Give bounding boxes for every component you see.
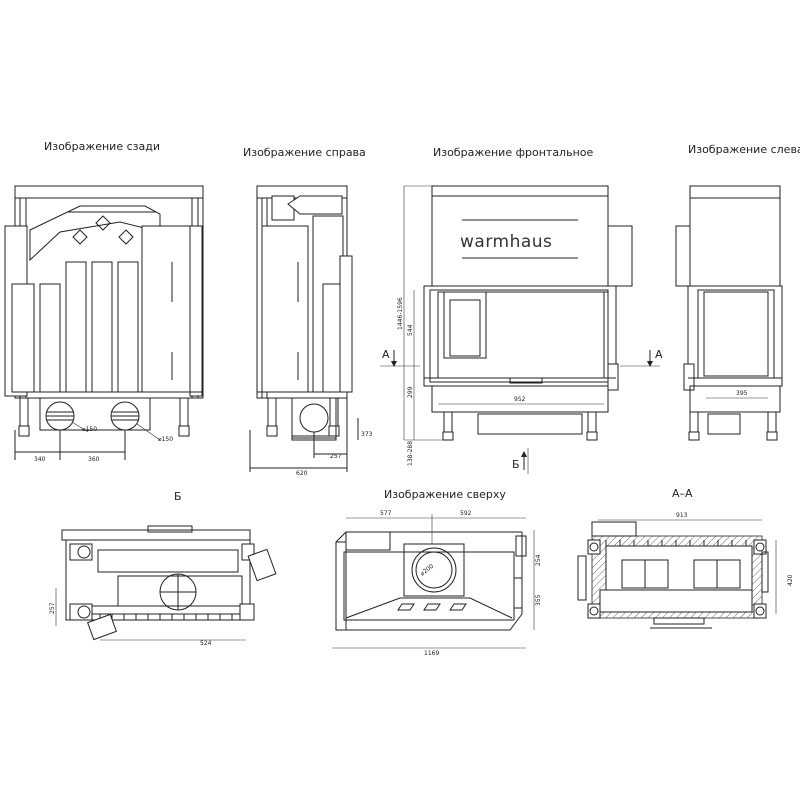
front-view-drawing (380, 185, 660, 474)
left-view-drawing (675, 185, 783, 441)
front-dim-299: 299 (407, 386, 414, 398)
section-aa-drawing (577, 519, 777, 629)
left-view-title: Изображение слева (688, 143, 800, 156)
rear-dim-360: 360 (88, 456, 100, 463)
right-dim-620: 620 (296, 470, 308, 477)
front-dim-1446-1596: 1446-1596 (397, 297, 404, 330)
section-mark-b: Б (512, 458, 520, 471)
section-aa-title: А–А (672, 487, 693, 500)
rear-dim-dia150-left: ⌀150 (82, 426, 97, 433)
top-dim-1169: 1169 (424, 650, 439, 657)
front-dim-138-288: 138-288 (407, 441, 414, 466)
top-dim-dia200: ⌀200 (419, 563, 435, 578)
right-view-title: Изображение справа (243, 146, 366, 159)
rear-dim-340: 340 (34, 456, 46, 463)
section-b-title: Б (174, 490, 182, 503)
top-dim-577: 577 (380, 510, 392, 517)
left-dim-395: 395 (736, 390, 748, 397)
brand-logo: warmhaus (460, 232, 552, 252)
b-dim-257: 257 (49, 602, 56, 614)
section-mark-a-left: А (382, 348, 390, 361)
top-dim-355: 355 (535, 594, 542, 606)
right-dim-373: 373 (361, 431, 373, 438)
right-view-drawing (249, 185, 359, 472)
top-dim-592: 592 (460, 510, 472, 517)
top-dim-254: 254 (535, 554, 542, 566)
rear-dim-dia150-right: ⌀150 (158, 436, 173, 443)
aa-dim-420: 420 (787, 574, 794, 586)
section-b-drawing (55, 525, 277, 641)
front-view-title: Изображение фронтальное (433, 146, 593, 159)
top-view-drawing (332, 514, 535, 649)
aa-dim-913: 913 (676, 512, 688, 519)
top-view-title: Изображение сверху (384, 488, 506, 501)
rear-view-title: Изображение сзади (44, 140, 160, 153)
front-dim-952: 952 (514, 396, 526, 403)
b-dim-524: 524 (200, 640, 212, 647)
rear-view-drawing (4, 185, 204, 460)
front-dim-544: 544 (407, 324, 414, 336)
right-dim-257: 257 (330, 453, 342, 460)
section-mark-a-right: А (655, 348, 663, 361)
